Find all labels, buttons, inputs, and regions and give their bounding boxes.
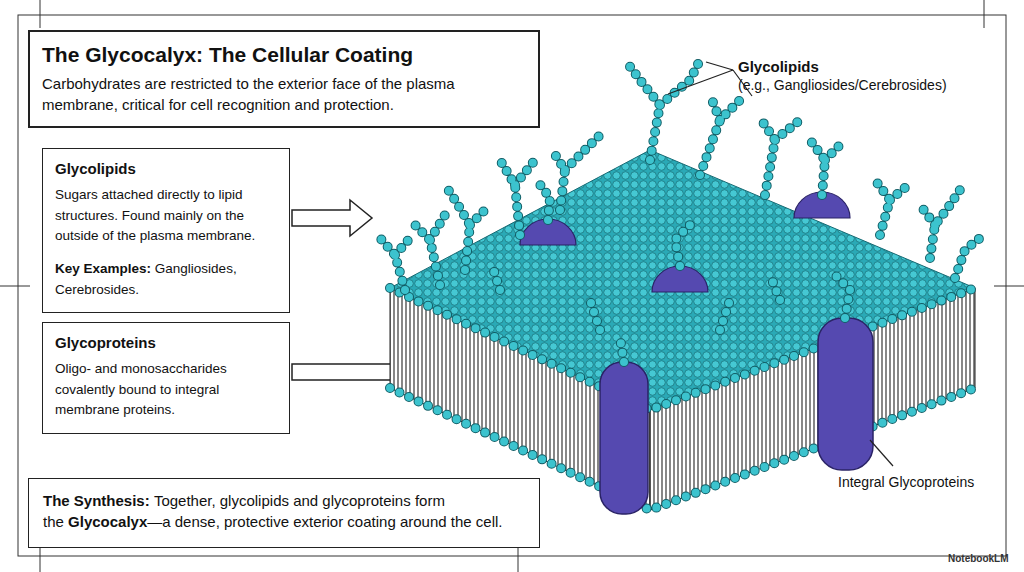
body-text: Oligo- and monosaccharides covalently bo…	[55, 361, 227, 418]
text-paragraph: Key Examples:Gangliosides, Cerebrosides.	[55, 258, 277, 300]
text-paragraph: Sugars attached directly to lipid struct…	[55, 184, 277, 246]
part-label: (e.g., Gangliosides/Cerebrosides)	[738, 77, 947, 94]
summary-box: The Synthesis:Together, glycolipids and …	[28, 478, 540, 548]
text-paragraph: The Synthesis:Together, glycolipids and …	[43, 491, 525, 533]
watermark: NotebookLM	[948, 553, 1009, 565]
part-label: Integral Glycoproteins	[838, 474, 974, 491]
bold-text: The Synthesis:	[43, 492, 150, 509]
text-paragraph: Oligo- and monosaccharides covalently bo…	[55, 358, 277, 420]
text-paragraph: Glycoproteins	[55, 333, 277, 354]
body-text: —a dense, protective exterior coating ar…	[147, 513, 502, 530]
body-text: Sugars attached directly to lipid struct…	[55, 187, 255, 244]
transmembrane-protein	[600, 362, 648, 514]
transmembrane-protein	[818, 318, 873, 470]
text-paragraph: The Glycocalyx: The Cellular Coating	[42, 41, 526, 68]
body-text: Carbohydrates are restricted to the exte…	[42, 75, 455, 113]
pointer-arrow	[292, 200, 372, 236]
phospholipid-heads	[390, 288, 975, 510]
text-paragraph: Carbohydrates are restricted to the exte…	[42, 74, 526, 116]
info-box: GlycolipidsSugars attached directly to l…	[42, 148, 290, 313]
bold-text: Key Examples:	[55, 261, 151, 276]
bold-text: The Glycocalyx: The Cellular Coating	[42, 43, 413, 66]
info-box: GlycoproteinsOligo- and monosaccharides …	[42, 322, 290, 434]
part-label: Glycolipids	[738, 58, 819, 76]
leader-line	[668, 62, 893, 466]
bold-text: Glycolipids	[55, 160, 136, 177]
text-paragraph: Glycolipids	[55, 159, 277, 180]
title-box: The Glycocalyx: The Cellular CoatingCarb…	[28, 30, 540, 128]
bold-text: Glycoproteins	[55, 334, 156, 351]
bold-text: Glycocalyx	[68, 513, 147, 530]
